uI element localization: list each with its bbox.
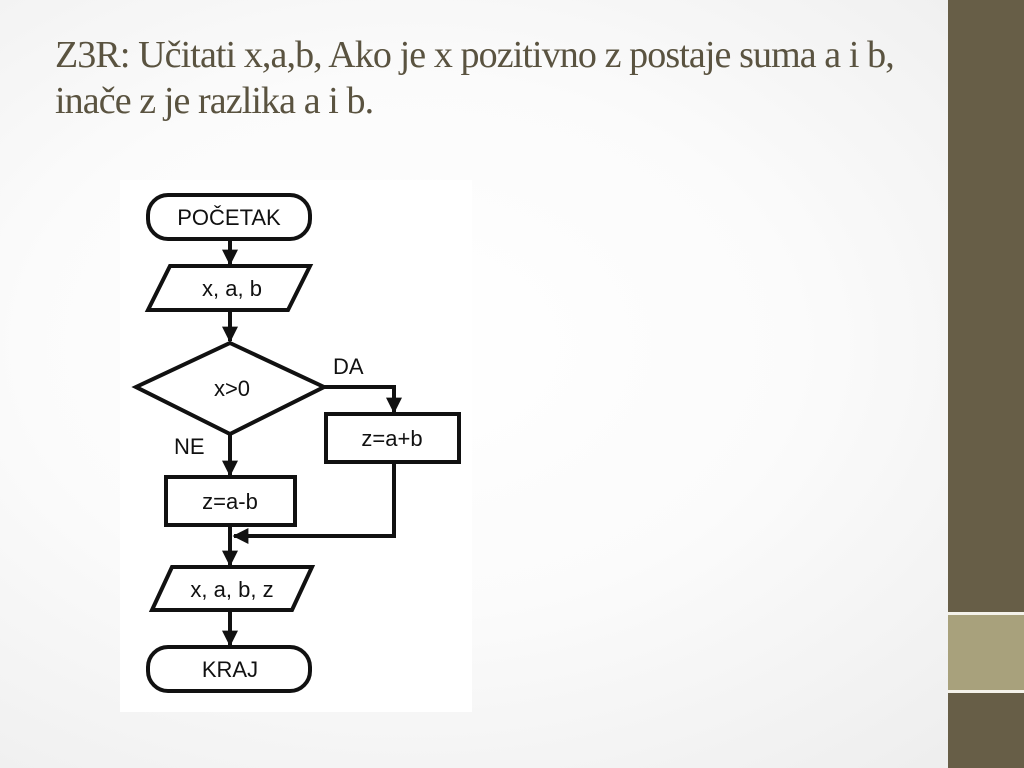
sidebar-accent-block xyxy=(948,615,1024,690)
slide: Z3R: Učitati x,a,b, Ako je x pozitivno z… xyxy=(55,34,895,712)
slide-title: Z3R: Učitati x,a,b, Ako je x pozitivno z… xyxy=(55,34,895,123)
yes-process-box xyxy=(324,412,461,464)
flowchart-panel: POČETAK x, a, b x>0 DA NE z=a+b z=a-b x,… xyxy=(120,180,472,712)
output-label: x, a, b, z xyxy=(190,577,273,602)
condition-label: x>0 xyxy=(214,376,250,401)
no-process-box xyxy=(164,475,297,527)
sidebar-divider-bottom xyxy=(948,690,1024,693)
yes-action-label: z=a+b xyxy=(361,426,422,451)
flowchart: POČETAK x, a, b x>0 DA NE z=a+b z=a-b x,… xyxy=(131,193,461,693)
input-label: x, a, b xyxy=(202,276,262,301)
no-action-label: z=a-b xyxy=(202,489,258,514)
arrow-yes-merge xyxy=(232,462,396,544)
no-branch-label: NE xyxy=(174,434,205,459)
yes-branch-label: DA xyxy=(333,354,364,379)
input-parallelogram xyxy=(144,264,314,312)
output-parallelogram xyxy=(148,565,316,612)
arrow-decision-yes xyxy=(324,385,402,414)
start-label: POČETAK xyxy=(177,205,281,230)
sidebar-divider-top xyxy=(948,612,1024,615)
end-terminal xyxy=(146,645,312,693)
end-label: KRAJ xyxy=(202,657,258,682)
